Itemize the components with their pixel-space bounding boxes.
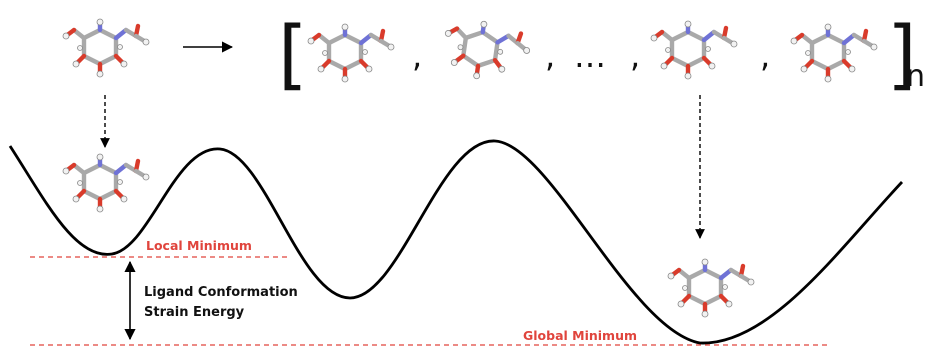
conformer-molecule-3 [651, 21, 737, 79]
ensemble-ellipsis: … [574, 37, 606, 75]
conformer-molecule-4 [791, 24, 877, 82]
ensemble-close-bracket: ] [887, 9, 917, 98]
energy-landscape-curve [8, 139, 904, 345]
ensemble-comma-1: , [412, 37, 422, 75]
strain-energy-label-line2: Strain Energy [144, 305, 245, 320]
ensemble-comma-2: , [545, 37, 555, 75]
local-minimum-label: Local Minimum [146, 238, 252, 253]
strain-energy-label-line1: Ligand Conformation [144, 285, 298, 300]
conformer-molecule-2 [440, 16, 533, 85]
ensemble-open-bracket: [ [278, 9, 308, 98]
input-ligand-molecule [63, 19, 149, 77]
conformer-molecule-1 [308, 24, 394, 82]
ensemble-comma-3: , [630, 37, 640, 75]
ensemble-comma-4: , [760, 37, 770, 75]
ensemble-count-subscript: n [906, 59, 925, 94]
local-minimum-conformer [63, 154, 149, 212]
global-minimum-label: Global Minimum [523, 328, 637, 343]
global-minimum-conformer [668, 259, 754, 317]
